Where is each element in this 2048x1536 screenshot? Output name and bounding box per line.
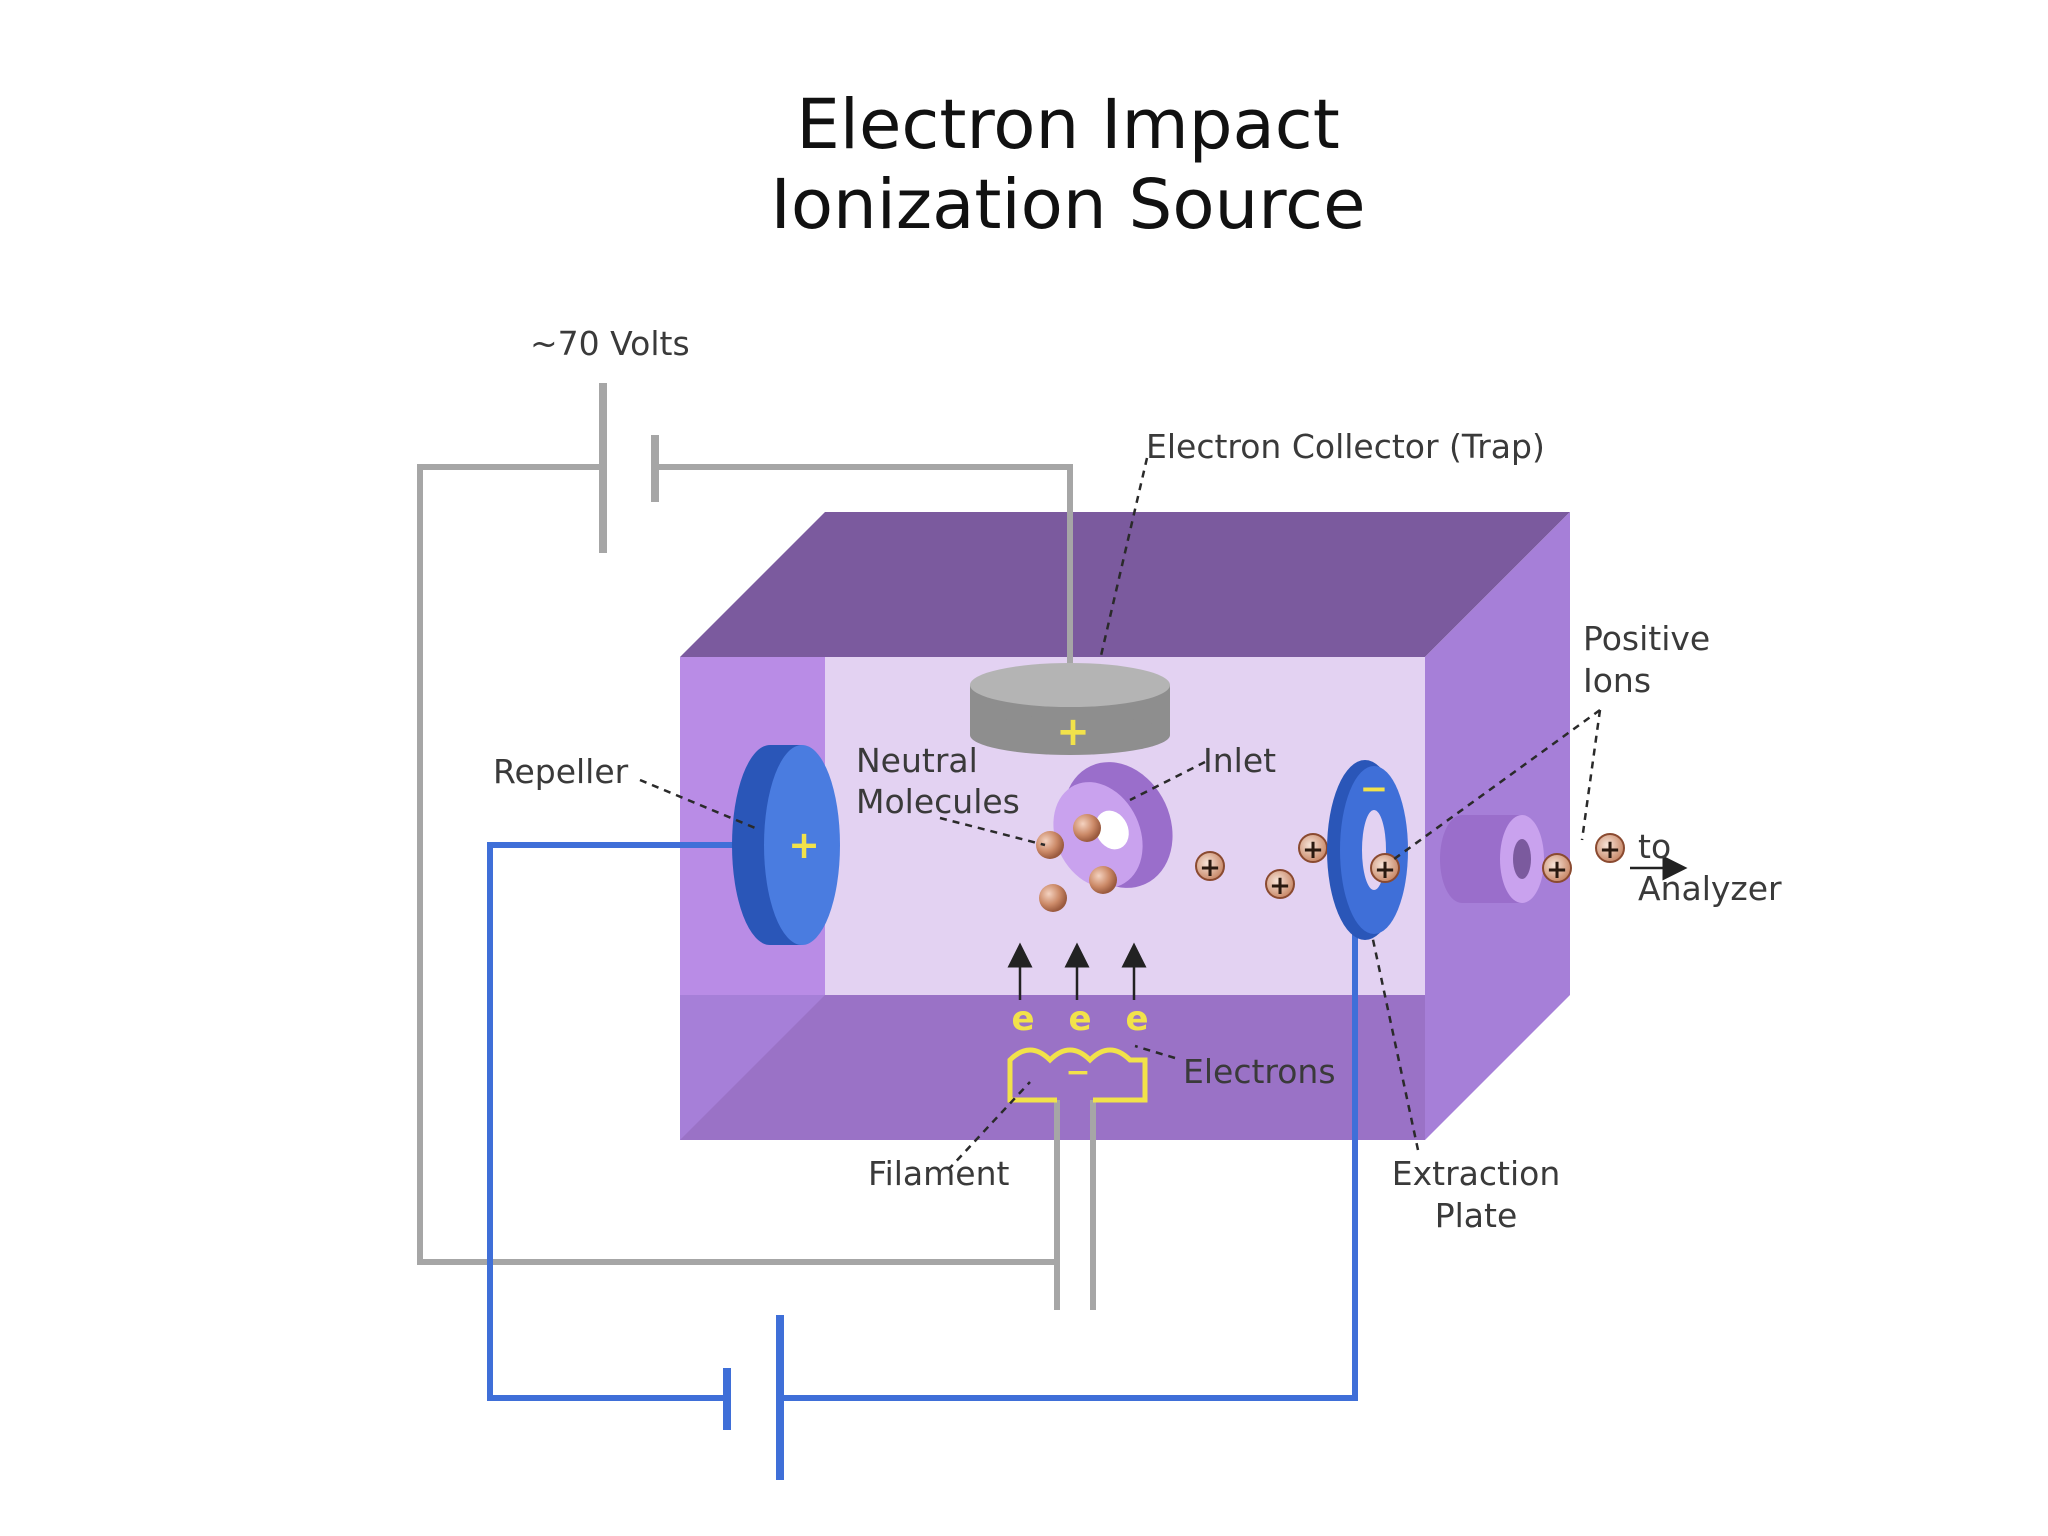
ion-plus-sign: +	[1599, 835, 1621, 865]
extraction-minus-sign: −	[1360, 769, 1389, 809]
neutral-molecules	[1036, 814, 1117, 912]
positive-ion	[1595, 833, 1625, 863]
repeller-plate: +	[732, 745, 840, 945]
positive-ion	[1542, 853, 1572, 883]
exit-tube: +	[1440, 815, 1572, 903]
electrons-label: Electrons	[1183, 1052, 1336, 1091]
repeller-label: Repeller	[493, 752, 629, 791]
positive-ions-label-line-1: Positive	[1583, 619, 1710, 658]
ion-plus-sign: +	[1302, 835, 1324, 865]
leader-lines	[639, 457, 1602, 1171]
chamber-top-face	[680, 512, 1570, 657]
filament-label: Filament	[868, 1154, 1010, 1193]
ion-plus-sign: +	[1269, 871, 1291, 901]
ion-plus-sign: +	[1374, 855, 1396, 885]
filament: −	[1007, 1047, 1148, 1103]
emitted-electrons: e e e	[1007, 942, 1149, 1039]
positive-ions-label-line-2: Ions	[1583, 661, 1651, 700]
extraction-plate-label-line-1: Extraction	[1392, 1154, 1560, 1193]
to-analyzer-label-line-1: to	[1638, 827, 1671, 866]
electron-symbol: e	[1068, 999, 1091, 1039]
neutral-molecules-label-line-1: Neutral	[856, 741, 978, 780]
title-line-2: Ionization Source	[770, 165, 1365, 245]
neutral-molecule	[1089, 866, 1117, 894]
repeller-plus-sign: +	[788, 823, 820, 867]
positive-ion	[1298, 833, 1328, 863]
gray-circuit	[417, 383, 1096, 1310]
title-line-1: Electron Impact	[796, 85, 1340, 165]
to-analyzer-label-line-2: Analyzer	[1638, 869, 1782, 908]
neutral-molecule	[1073, 814, 1101, 842]
positive-ion	[1265, 869, 1295, 899]
electron-symbol: e	[1011, 999, 1034, 1039]
collector-plus-sign: +	[1056, 709, 1090, 755]
ion-plus-sign: +	[1199, 853, 1221, 883]
voltage-label: ~70 Volts	[530, 324, 690, 363]
neutral-molecule	[1036, 831, 1064, 859]
blue-circuit	[487, 842, 1358, 1480]
ion-plus-sign: +	[1546, 855, 1568, 885]
electron-collector: +	[970, 663, 1170, 755]
positive-ion	[1370, 853, 1400, 883]
neutral-molecules-label-line-2: Molecules	[856, 782, 1020, 821]
electron-collector-label: Electron Collector (Trap)	[1146, 427, 1545, 466]
positive-ions: + + +	[1195, 833, 1328, 901]
neutral-molecule	[1039, 884, 1067, 912]
electron-symbol: e	[1125, 999, 1148, 1039]
extraction-plate-label-line-2: Plate	[1435, 1196, 1518, 1235]
chamber-floor	[680, 995, 1425, 1140]
positive-ion	[1195, 851, 1225, 881]
inlet-label: Inlet	[1203, 741, 1276, 780]
extraction-plate: − +	[1327, 760, 1408, 940]
filament-minus-sign: −	[1065, 1055, 1090, 1090]
